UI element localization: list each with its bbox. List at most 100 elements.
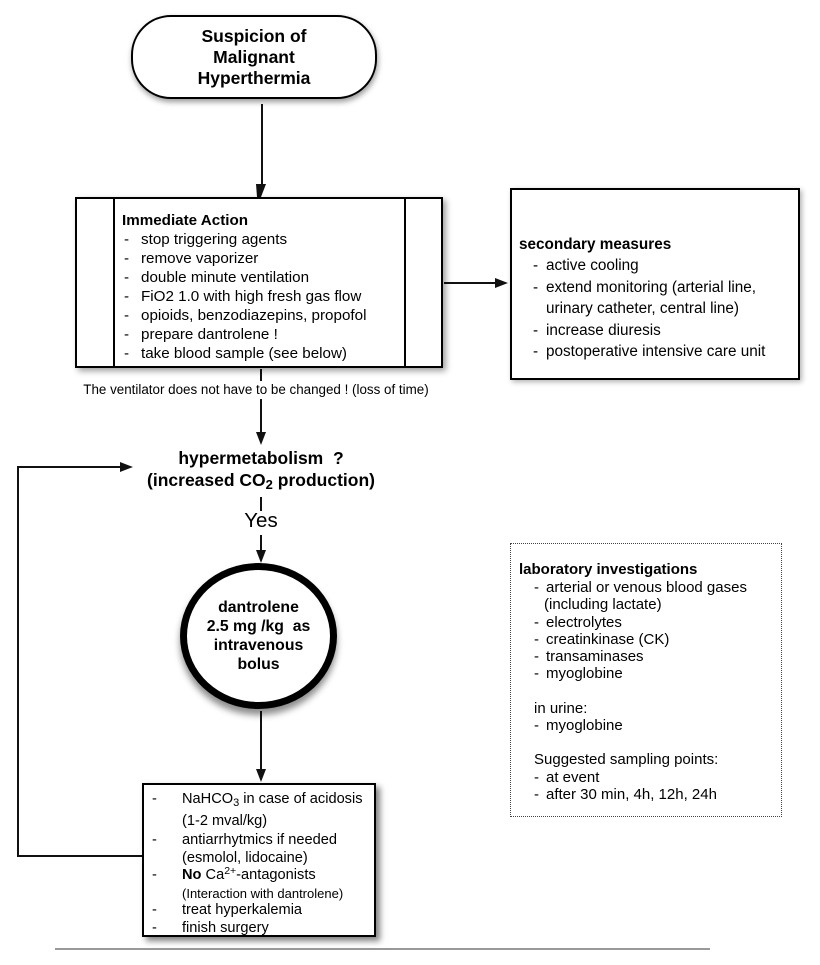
arrowhead-down-decision (256, 432, 266, 445)
lab-text: myoglobine (546, 665, 623, 683)
lab-sampling-label: Suggested sampling points: (534, 751, 719, 769)
immediate-item-7: -take blood sample (see below) (122, 344, 441, 363)
start-line-2: Malignant (213, 46, 295, 67)
immediate-item-text: take blood sample (see below) (141, 345, 347, 362)
secondary-item-text: extend monitoring (arterial line, urinar… (546, 278, 757, 318)
secondary-measures-title: secondary measures (519, 236, 672, 253)
laboratory-title: laboratory investigations (519, 561, 698, 578)
treatment-row-finish: - finish surgery (148, 920, 374, 938)
laboratory-node: laboratory investigations -arterial or v… (510, 543, 782, 817)
antagonists-text: -antagonists (236, 867, 316, 883)
treatment-text: NaHCO3 in case of acidosis (182, 791, 363, 810)
arrowhead-down-treatment (256, 769, 266, 782)
lab-row-lactate: (including lactate) (544, 596, 662, 614)
dantrolene-line-4: bolus (237, 656, 280, 673)
bullet-dash: - (124, 231, 130, 248)
lab-row-creatinkinase: -creatinkinase (CK) (532, 631, 781, 648)
bullet-dash: - (534, 613, 539, 631)
immediate-item-text: double minute ventilation (141, 269, 310, 286)
bullet-dash: - (124, 326, 130, 343)
treatment-row-interaction: (Interaction with dantrolene) (182, 885, 344, 901)
treatment-row-hyperkalemia: -treat hyperkalemia (148, 902, 374, 920)
immediate-item-text: prepare dantrolene ! (141, 326, 278, 343)
lab-row-myoglobine: -myoglobine (532, 665, 781, 682)
bullet-dash: - (534, 579, 539, 596)
immediate-item-text: opioids, benzodiazepins, propofol (141, 307, 367, 324)
immediate-item-text: stop triggering agents (141, 231, 288, 248)
secondary-item-2: -extend monitoring (arterial line, urina… (533, 277, 790, 320)
bullet-dash: - (534, 630, 539, 648)
lab-text: electrolytes (546, 613, 622, 631)
feedback-loop-line (17, 466, 142, 857)
lab-text: creatinkinase (CK) (546, 630, 670, 648)
bullet-dash: - (152, 902, 157, 918)
immediate-action-node: Immediate Action -stop triggering agents… (75, 197, 443, 368)
treatment-row-antiarrhytmics: - antiarrhytmics if needed (148, 832, 374, 850)
start-line-3: Hyperthermia (197, 67, 311, 88)
inner-left-bar (113, 199, 115, 366)
bullet-dash: - (152, 791, 157, 807)
lab-text: myoglobine (546, 717, 623, 735)
treatment-text: No Ca2+-antagonists (182, 865, 316, 886)
lab-row-electrolytes: -electrolytes (532, 614, 781, 631)
lab-text: transaminases (546, 648, 644, 666)
lab-text: after 30 min, 4h, 12h, 24h (546, 785, 717, 803)
decision-hypermetabolism: hypermetabolism ? (increased CO2 product… (101, 448, 421, 492)
arrowhead-down-immediate (256, 184, 266, 197)
bullet-dash: - (533, 278, 539, 296)
inner-right-bar (404, 199, 406, 366)
treatment-row-mval: (1-2 mval/kg) (182, 812, 268, 829)
treatment-text: antiarrhytmics if needed (182, 832, 337, 848)
decision-detail-post: production) (272, 469, 375, 490)
dantrolene-line-2: 2.5 mg /kg as (206, 618, 311, 635)
treatment-node: - NaHCO3 in case of acidosis (1-2 mval/kg… (142, 783, 376, 937)
bullet-dash: - (534, 665, 539, 683)
bullet-dash: - (124, 345, 130, 362)
decision-question: hypermetabolism ? (178, 448, 344, 468)
ca-text: Ca (201, 867, 225, 883)
bullet-dash: - (124, 307, 130, 324)
lab-text: arterial or venous blood gases (546, 579, 747, 596)
secondary-measures-node: secondary measures -active cooling -exte… (510, 188, 800, 380)
lab-text: at event (546, 768, 600, 786)
arrowhead-right-feedback (120, 462, 133, 472)
bullet-dash: - (124, 288, 130, 305)
bullet-dash: - (152, 832, 157, 848)
start-line-1: Suspicion of (201, 25, 307, 46)
dantrolene-circle-node: dantrolene 2.5 mg /kg as intravenous bol… (180, 563, 337, 709)
bullet-dash: - (124, 269, 130, 286)
lab-row-at-event: -at event (532, 769, 781, 786)
no-emphasis: No (182, 867, 202, 883)
co2-subscript: 2 (265, 476, 273, 492)
lab-row-urine-myoglobine: -myoglobine (532, 717, 781, 734)
immediate-item-1: -stop triggering agents (122, 230, 441, 249)
bullet-dash: - (534, 785, 539, 803)
bullet-dash: - (152, 919, 157, 936)
immediate-item-text: FiO2 1.0 with high fresh gas flow (141, 288, 362, 305)
lab-urine-label: in urine: (534, 699, 588, 717)
bullet-dash: - (534, 768, 539, 786)
bullet-dash: - (534, 717, 539, 735)
nahco3-pre: NaHCO (182, 791, 234, 807)
bullet-dash: - (533, 257, 539, 274)
dantrolene-line-1: dantrolene (218, 599, 299, 616)
immediate-item-4: -FiO2 1.0 with high fresh gas flow (122, 287, 441, 306)
lab-row-blood-gases: -arterial or venous blood gases (532, 579, 781, 596)
decision-detail: (increased CO2 production) (101, 470, 421, 493)
lab-spacer (518, 734, 781, 751)
bullet-dash: - (533, 343, 539, 360)
bullet-dash: - (534, 648, 539, 666)
bullet-dash: - (152, 867, 157, 883)
treatment-row-no-ca: - No Ca2+-antagonists (148, 865, 374, 886)
yes-label: Yes (244, 509, 278, 532)
decision-detail-pre: (increased CO (147, 469, 266, 490)
immediate-item-6: -prepare dantrolene ! (122, 325, 441, 344)
lab-row-after-times: -after 30 min, 4h, 12h, 24h (532, 786, 781, 803)
arrowhead-down-circle (256, 550, 266, 563)
dantrolene-line-3: intravenous (213, 637, 304, 654)
lab-row-transaminases: -transaminases (532, 648, 781, 665)
treatment-text: finish surgery (182, 919, 269, 936)
nahco3-post: in case of acidosis (239, 791, 363, 807)
